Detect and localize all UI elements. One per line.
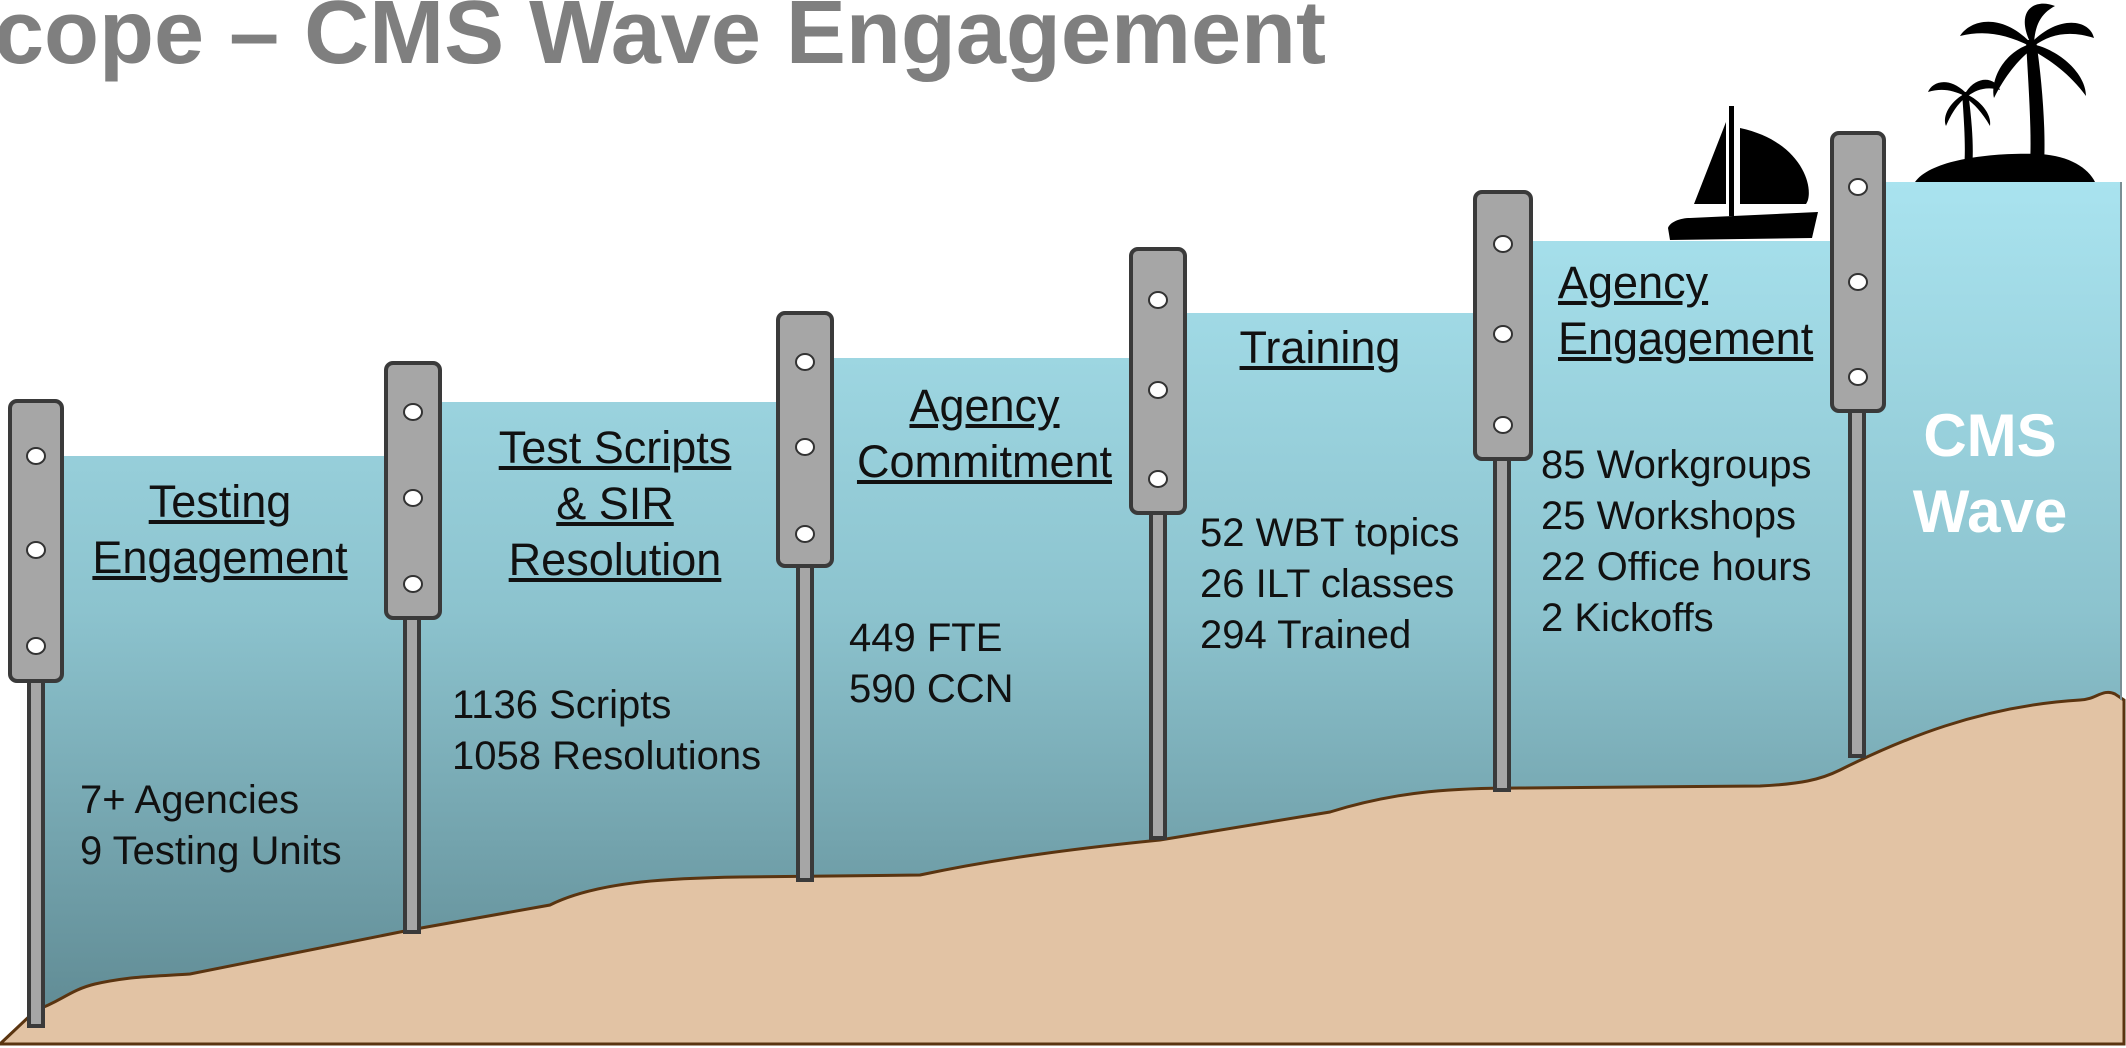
step-3-stats: 449 FTE 590 CCN (849, 613, 1014, 715)
stat-line: 1136 Scripts (452, 683, 672, 727)
step-5-stats: 85 Workgroups 25 Workshops 22 Office hou… (1541, 440, 1812, 644)
step-5-title: Agency Engagement (1558, 257, 1814, 364)
post-2 (384, 361, 442, 934)
sailboat-icon (1668, 106, 1818, 240)
stat-line: 52 WBT topics (1200, 511, 1460, 555)
palm-island-icon (1915, 3, 2095, 182)
stat-line: 1058 Resolutions (452, 734, 762, 778)
step-4-stats: 52 WBT topics 26 ILT classes 294 Trained (1200, 508, 1459, 661)
post-3 (776, 311, 834, 882)
slide-title: cope – CMS Wave Engagement (0, 0, 1326, 83)
step-1-title: Testing Engagement (92, 476, 348, 583)
step-4-title: Training (1239, 322, 1401, 373)
final-step-label: CMS Wave (1912, 402, 2068, 545)
stat-line: 2 Kickoffs (1541, 596, 1714, 640)
stat-line: 25 Workshops (1541, 494, 1796, 538)
post-5 (1473, 190, 1533, 792)
stat-line: 449 FTE (849, 616, 1003, 660)
step-1-stats: 7+ Agencies 9 Testing Units (80, 775, 342, 877)
step-3-title: Agency Commitment (856, 380, 1113, 487)
post-6 (1830, 131, 1886, 758)
post-1 (8, 399, 64, 1028)
step-2-stats: 1136 Scripts 1058 Resolutions (452, 680, 761, 782)
stat-line: 590 CCN (849, 667, 1014, 711)
stat-line: 85 Workgroups (1541, 443, 1812, 487)
step-2-title: Test Scripts & SIR Resolution (498, 422, 732, 585)
stat-line: 9 Testing Units (80, 829, 342, 873)
post-4 (1129, 247, 1187, 840)
stat-line: 294 Trained (1200, 613, 1412, 657)
stat-line: 26 ILT classes (1200, 562, 1455, 606)
stat-line: 7+ Agencies (80, 778, 300, 822)
stat-line: 22 Office hours (1541, 545, 1812, 589)
